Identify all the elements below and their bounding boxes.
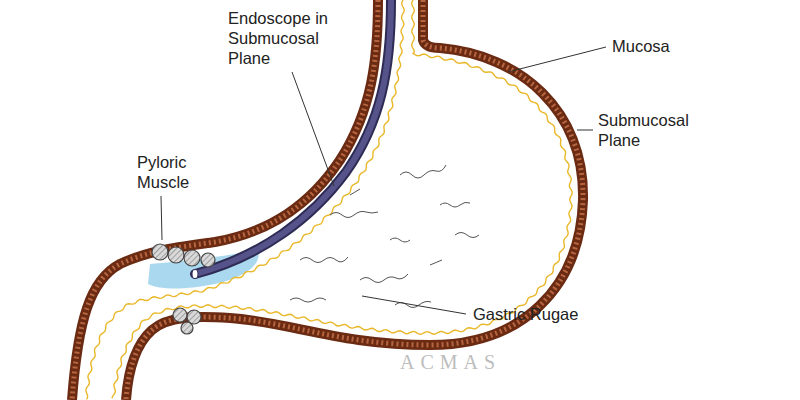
ruga	[300, 257, 348, 263]
ruga	[290, 298, 326, 302]
callout-label: Mucosa	[612, 36, 692, 56]
lesser-curvature-wall	[72, 0, 378, 400]
ruga	[390, 238, 410, 242]
wall-stripes	[126, 0, 583, 400]
pyloric-muscle	[152, 244, 215, 334]
endoscope-tip	[192, 270, 198, 279]
leader-line	[161, 196, 162, 240]
leader-line	[292, 72, 334, 186]
endoscope-highlight	[195, 0, 391, 274]
muscle-bundle	[152, 244, 168, 260]
muscle-bundle	[184, 250, 200, 266]
ruga	[330, 211, 378, 217]
watermark: ACMAS	[400, 352, 520, 372]
stomach-wall	[72, 0, 583, 400]
leader-line	[508, 47, 606, 72]
muscle-bundle	[173, 308, 187, 322]
callout-label: Endoscope in Submucosal Plane	[228, 8, 340, 68]
muscle-bundle	[181, 322, 193, 334]
callout-label: Submucosal Plane	[598, 110, 698, 150]
ruga	[430, 260, 442, 265]
mucosa-line	[86, 0, 404, 399]
wall-stripes	[72, 0, 378, 400]
ruga	[350, 189, 360, 195]
muscle-bundle	[201, 253, 215, 267]
greater-curvature-wall	[126, 0, 583, 400]
ruga	[360, 274, 408, 283]
ruga	[455, 233, 479, 238]
callout-label: Pyloric Muscle	[137, 152, 203, 192]
callout-label: Gastric Rugae	[473, 304, 603, 324]
muscle-bundle	[168, 247, 184, 263]
ruga	[400, 165, 446, 178]
gastric-rugae	[290, 165, 479, 308]
endoscope	[195, 0, 391, 274]
leader-line	[362, 296, 466, 314]
leader-line	[577, 130, 593, 131]
leader-lines	[161, 47, 606, 314]
mucosa-guide	[86, 0, 403, 400]
ruga	[440, 202, 470, 207]
